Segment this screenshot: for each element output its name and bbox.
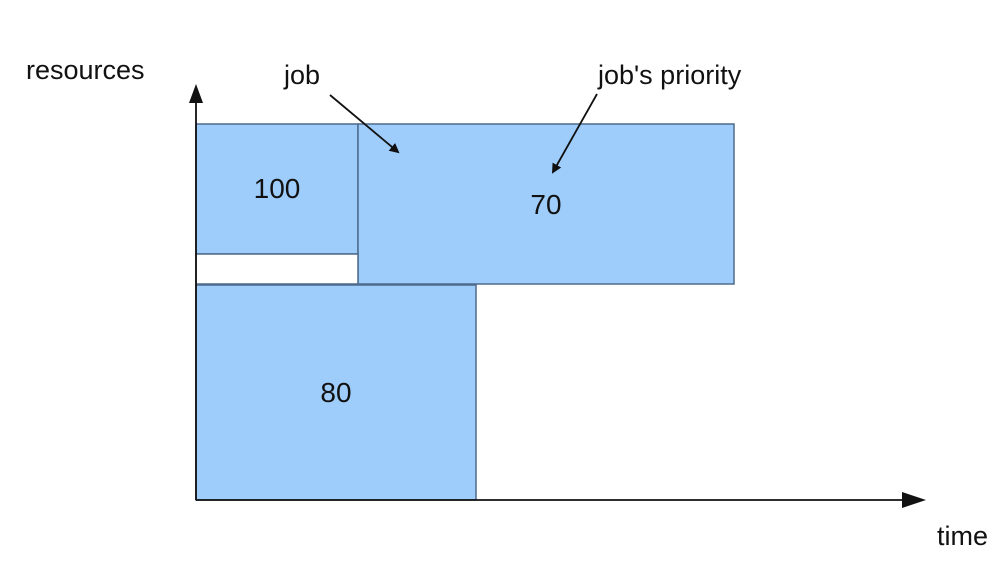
y-axis-arrow-icon (189, 84, 203, 103)
job-block-70 (357, 123, 735, 285)
y-axis-label: resources (26, 55, 145, 85)
x-axis-arrow-icon (902, 492, 926, 508)
job-block-80 (195, 284, 477, 501)
job-priority-80: 80 (320, 377, 351, 408)
x-axis-label: time (937, 521, 988, 551)
priority-annotation: job's priority (597, 60, 742, 90)
job-priority-70: 70 (530, 189, 561, 220)
empty-resource-slot (195, 253, 359, 285)
job-annotation: job (283, 60, 320, 90)
job-priority-100: 100 (254, 173, 301, 204)
priority-pointer-arrow (552, 93, 598, 174)
job-block-100 (195, 123, 359, 255)
job-pointer-arrow (329, 94, 400, 154)
